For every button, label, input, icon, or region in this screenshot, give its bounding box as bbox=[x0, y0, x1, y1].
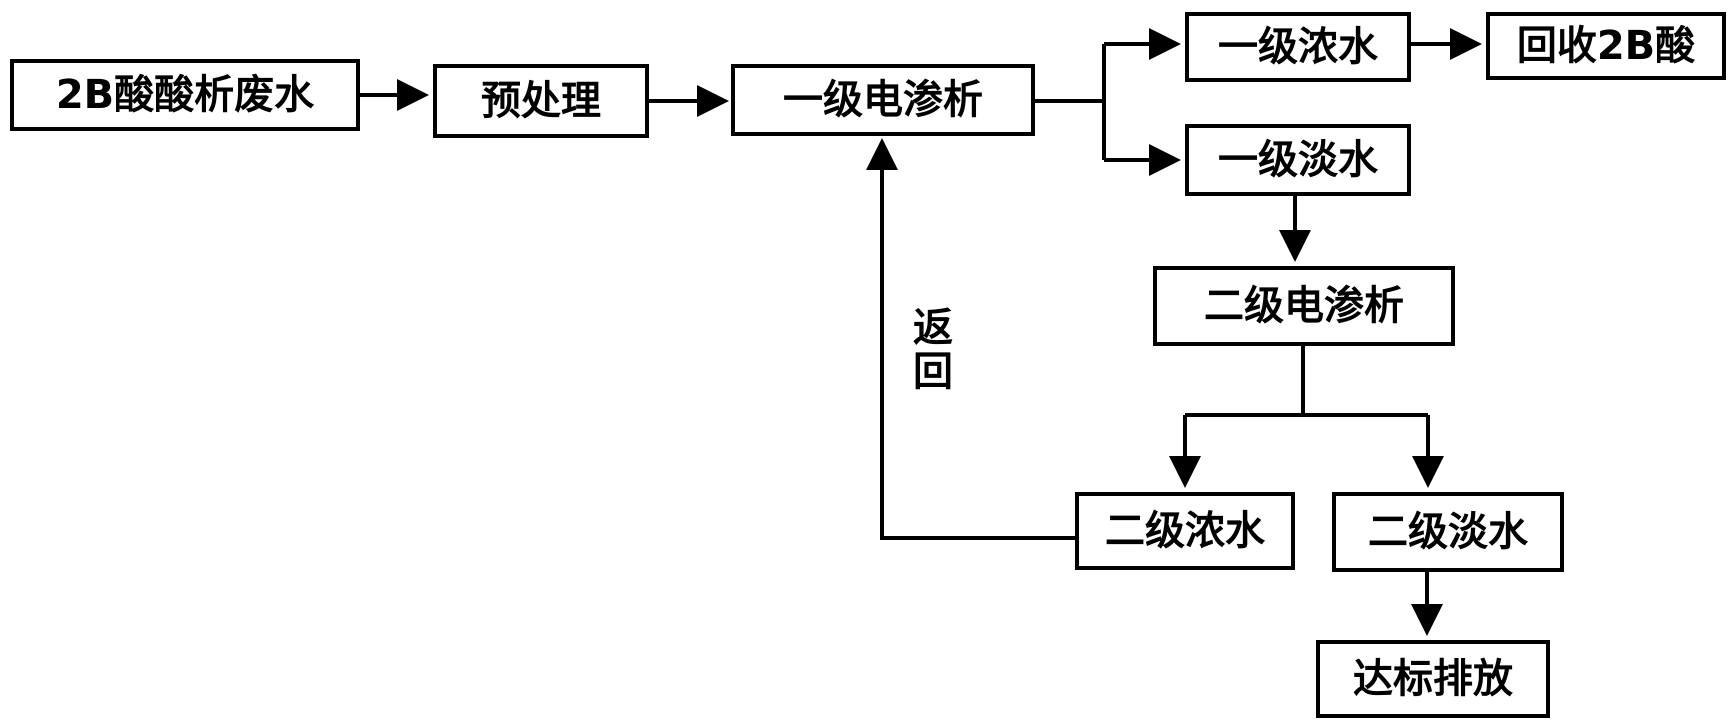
node-pretreatment: 预处理 bbox=[433, 64, 649, 138]
connectors bbox=[358, 28, 1482, 636]
node-primary-dilute: 一级淡水 bbox=[1185, 124, 1411, 196]
arrow-return-to-primary bbox=[866, 138, 1077, 540]
node-primary-electrodialysis-label: 一级电渗析 bbox=[783, 77, 983, 123]
node-raw-wastewater: 2B酸酸析废水 bbox=[10, 59, 360, 131]
node-secondary-electrodialysis: 二级电渗析 bbox=[1153, 266, 1455, 346]
node-recover-2b-acid: 回收2B酸 bbox=[1486, 12, 1726, 80]
node-secondary-dilute: 二级淡水 bbox=[1332, 492, 1564, 572]
node-raw-wastewater-label: 2B酸酸析废水 bbox=[56, 72, 315, 118]
line-primary-to-split bbox=[1033, 44, 1106, 103]
node-secondary-concentrate: 二级浓水 bbox=[1075, 492, 1295, 570]
return-label-char-1: 返 bbox=[913, 305, 953, 351]
node-recover-2b-acid-label: 回收2B酸 bbox=[1517, 23, 1696, 69]
node-discharge-label: 达标排放 bbox=[1353, 656, 1513, 702]
node-secondary-electrodialysis-label: 二级电渗析 bbox=[1204, 283, 1404, 329]
return-label-char-2: 回 bbox=[913, 349, 953, 395]
node-secondary-concentrate-label: 二级浓水 bbox=[1105, 508, 1266, 554]
node-primary-electrodialysis: 一级电渗析 bbox=[731, 64, 1035, 136]
node-primary-concentrate-label: 一级浓水 bbox=[1218, 24, 1379, 70]
node-primary-concentrate: 一级浓水 bbox=[1185, 12, 1411, 82]
node-pretreatment-label: 预处理 bbox=[481, 78, 601, 124]
node-discharge: 达标排放 bbox=[1316, 640, 1550, 718]
node-primary-dilute-label: 一级淡水 bbox=[1218, 137, 1379, 183]
node-secondary-dilute-label: 二级淡水 bbox=[1368, 509, 1529, 555]
